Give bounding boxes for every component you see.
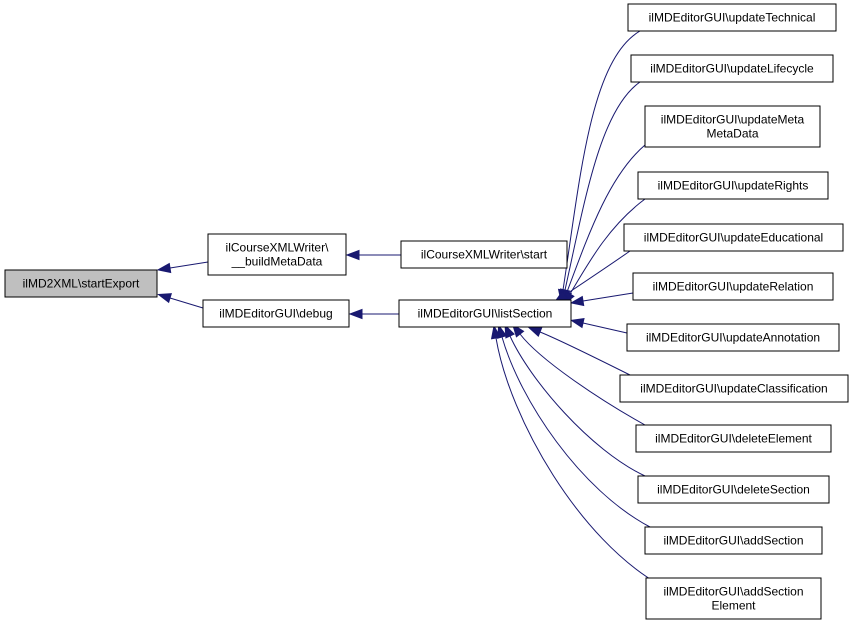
arrowhead-startExport: [156, 262, 172, 274]
node-box[interactable]: [627, 3, 837, 32]
edge-updateMetaMetaData-to-listSection: [566, 144, 646, 293]
arrowhead-listSection: [497, 324, 508, 339]
node-box[interactable]: [630, 54, 834, 83]
edge-addSectionElement-to-listSection: [495, 337, 661, 586]
edge-buildMetaData-to-startExport: [169, 261, 209, 269]
node-debug[interactable]: ilMDEditorGUI\debug: [202, 299, 350, 328]
node-updateRelation[interactable]: ilMDEditorGUI\updateRelation: [632, 272, 834, 301]
node-label: ilMDEditorGUI\updateTechnical: [649, 11, 816, 25]
node-label: ilMDEditorGUI\updateMeta: [661, 113, 805, 127]
edge-updateRelation-to-listSection: [582, 292, 634, 302]
arrowhead-listSection: [490, 324, 502, 340]
arrowhead-buildMetaData: [345, 249, 360, 261]
node-updateAnnotation[interactable]: ilMDEditorGUI\updateAnnotation: [626, 323, 840, 352]
node-label: ilMDEditorGUI\addSection: [663, 534, 803, 548]
node-label: ilMDEditorGUI\updateLifecycle: [650, 62, 814, 76]
node-box[interactable]: [207, 233, 347, 276]
node-deleteElement[interactable]: ilMDEditorGUI\deleteElement: [635, 424, 832, 453]
node-buildMetaData[interactable]: ilCourseXMLWriter\__buildMetaData: [207, 233, 347, 276]
node-box[interactable]: [623, 223, 844, 252]
node-box[interactable]: [644, 526, 823, 555]
node-label: ilMD2XML\startExport: [23, 277, 140, 291]
node-label: ilMDEditorGUI\updateAnnotation: [646, 331, 820, 345]
node-updateLifecycle[interactable]: ilMDEditorGUI\updateLifecycle: [630, 54, 834, 83]
node-updateClassification[interactable]: ilMDEditorGUI\updateClassification: [619, 374, 849, 403]
edge-deleteSection-to-listSection: [509, 335, 646, 477]
node-box[interactable]: [632, 272, 834, 301]
node-box[interactable]: [635, 424, 832, 453]
node-cxwStart[interactable]: ilCourseXMLWriter\start: [400, 240, 568, 269]
node-box[interactable]: [637, 475, 830, 504]
arrowhead-listSection: [569, 318, 585, 329]
node-label: ilMDEditorGUI\addSection: [663, 585, 803, 599]
node-label: ilMDEditorGUI\listSection: [418, 307, 553, 321]
node-box[interactable]: [398, 299, 572, 328]
edge-updateRights-to-listSection: [569, 198, 646, 295]
node-deleteSection[interactable]: ilMDEditorGUI\deleteSection: [637, 475, 830, 504]
node-box[interactable]: [645, 577, 822, 620]
node-label: ilCourseXMLWriter\start: [421, 248, 548, 262]
node-label: ilMDEditorGUI\updateRelation: [653, 280, 814, 294]
arrowhead-debug: [348, 308, 363, 320]
edge-updateEducational-to-listSection: [564, 250, 631, 296]
edge-updateTechnical-to-listSection: [562, 30, 641, 291]
arrowhead-listSection: [511, 323, 525, 338]
node-box[interactable]: [626, 323, 840, 352]
node-label: ilMDEditorGUI\debug: [219, 307, 332, 321]
node-box[interactable]: [400, 240, 568, 269]
node-label: ilMDEditorGUI\updateClassification: [640, 382, 827, 396]
node-box[interactable]: [637, 171, 829, 200]
node-label: ilMDEditorGUI\updateRights: [658, 179, 809, 193]
node-label: ilCourseXMLWriter\: [226, 241, 330, 255]
node-box[interactable]: [619, 374, 849, 403]
node-box[interactable]: [202, 299, 350, 328]
arrowhead-listSection: [504, 323, 515, 339]
node-listSection[interactable]: ilMDEditorGUI\listSection: [398, 299, 572, 328]
edge-updateLifecycle-to-listSection: [564, 81, 641, 291]
node-label: __buildMetaData: [231, 255, 323, 269]
node-box[interactable]: [4, 269, 158, 298]
edge-deleteElement-to-listSection: [519, 333, 646, 426]
arrowhead-listSection: [527, 327, 543, 338]
node-label: MetaData: [706, 127, 758, 141]
node-startExport[interactable]: ilMD2XML\startExport: [4, 269, 158, 298]
node-updateEducational[interactable]: ilMDEditorGUI\updateEducational: [623, 223, 844, 252]
arrowhead-startExport: [157, 293, 172, 304]
arrowhead-listSection: [569, 295, 585, 307]
nodes-layer: ilMD2XML\startExport ilCourseXMLWriter\__…: [4, 3, 849, 620]
node-label: ilMDEditorGUI\deleteElement: [655, 432, 812, 446]
edges-layer: [156, 30, 661, 586]
node-box[interactable]: [644, 105, 821, 148]
node-label: Element: [711, 599, 756, 613]
node-updateRights[interactable]: ilMDEditorGUI\updateRights: [637, 171, 829, 200]
edge-addSection-to-listSection: [501, 336, 651, 528]
node-label: ilMDEditorGUI\deleteSection: [657, 483, 810, 497]
node-label: ilMDEditorGUI\updateEducational: [644, 231, 823, 245]
node-updateTechnical[interactable]: ilMDEditorGUI\updateTechnical: [627, 3, 837, 32]
edge-updateAnnotation-to-listSection: [582, 322, 628, 334]
node-addSection[interactable]: ilMDEditorGUI\addSection: [644, 526, 823, 555]
edge-debug-to-startExport: [169, 297, 204, 309]
edge-updateClassification-to-listSection: [539, 331, 631, 376]
